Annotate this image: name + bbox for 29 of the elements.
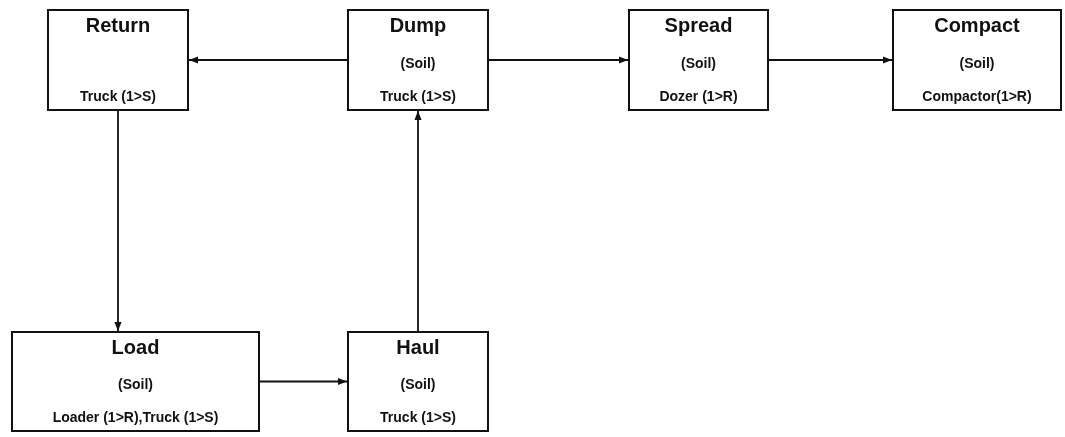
- arrow: [414, 110, 422, 332]
- process-title: Dump: [389, 14, 447, 37]
- process-detail: (Soil): [400, 376, 436, 392]
- process-box: [347, 331, 489, 432]
- process-title: Haul: [396, 336, 440, 359]
- arrow: [114, 110, 122, 332]
- arrow: [768, 56, 893, 64]
- arrow: [188, 56, 348, 64]
- process-detail: Dozer (1>R): [659, 88, 738, 104]
- process-detail: (Soil): [118, 376, 153, 392]
- process-detail: Compactor(1>R): [922, 88, 1032, 104]
- process-detail: Truck (1>S): [380, 409, 456, 425]
- process-detail: (Soil): [959, 54, 995, 71]
- process-box: [11, 331, 260, 432]
- process-title: Compact: [934, 14, 1020, 37]
- process-detail: (Soil): [400, 54, 436, 71]
- process-box: [347, 9, 489, 111]
- arrow: [488, 56, 629, 64]
- process-detail: Truck (1>S): [380, 88, 456, 104]
- process-detail: Loader (1>R),Truck (1>S): [52, 409, 219, 425]
- process-detail: Truck (1>S): [80, 88, 156, 104]
- arrow: [259, 377, 348, 386]
- process-title: Spread: [664, 14, 733, 37]
- process-title: Load: [111, 336, 160, 359]
- process-title: Return: [85, 14, 151, 37]
- process-box: [628, 9, 769, 111]
- process-box: [892, 9, 1062, 111]
- process-box: [47, 9, 189, 111]
- process-detail: (Soil): [681, 54, 716, 71]
